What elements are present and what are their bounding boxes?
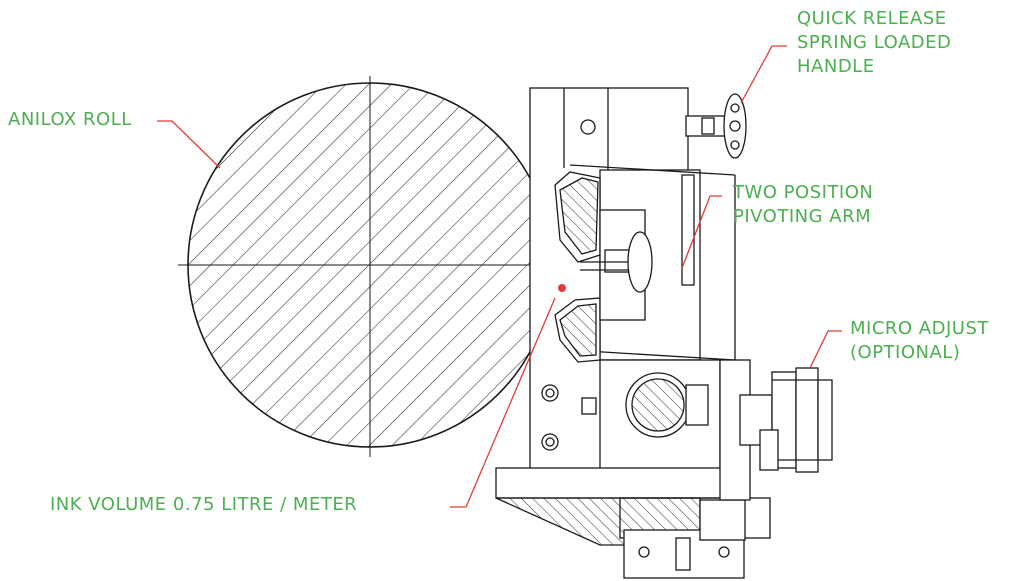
label-ink-volume: INK VOLUME 0.75 LITRE / METER (50, 494, 358, 515)
label-micro-adjust: MICRO ADJUST (OPTIONAL) (850, 318, 989, 363)
chamber-frame-assembly (495, 87, 771, 579)
label-two-position-pivoting-arm: TWO POSITION PIVOTING ARM (733, 182, 874, 227)
micro-adjust-knob (739, 367, 833, 473)
label-anilox-roll: ANILOX ROLL (8, 109, 132, 130)
anilox-roll (178, 76, 555, 457)
label-quick-release-handle: QUICK RELEASE SPRING LOADED HANDLE (797, 8, 952, 77)
ink-volume-marker (558, 284, 566, 292)
leader-lines (157, 45, 842, 508)
quick-release-handle (685, 93, 747, 159)
